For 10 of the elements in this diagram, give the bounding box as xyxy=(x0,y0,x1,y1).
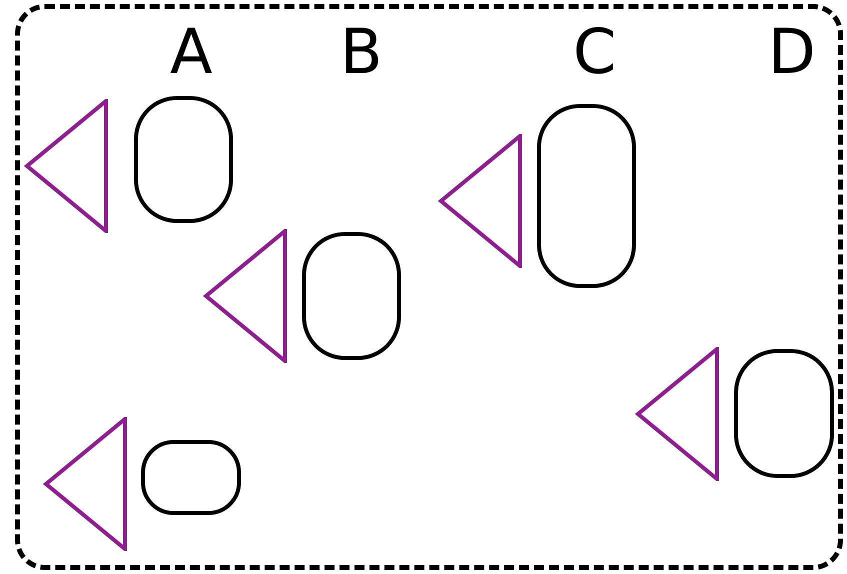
column-letter: B xyxy=(340,21,383,83)
triangle-outline xyxy=(438,134,522,268)
triangle-outline xyxy=(43,417,127,551)
triangle-outline xyxy=(203,229,287,363)
dashed-frame xyxy=(15,4,843,570)
column-letter: D xyxy=(768,21,816,83)
column-letter: C xyxy=(573,21,616,83)
triangle-outline xyxy=(24,99,108,233)
triangle-outline xyxy=(635,347,719,481)
column-letter: A xyxy=(170,21,212,83)
